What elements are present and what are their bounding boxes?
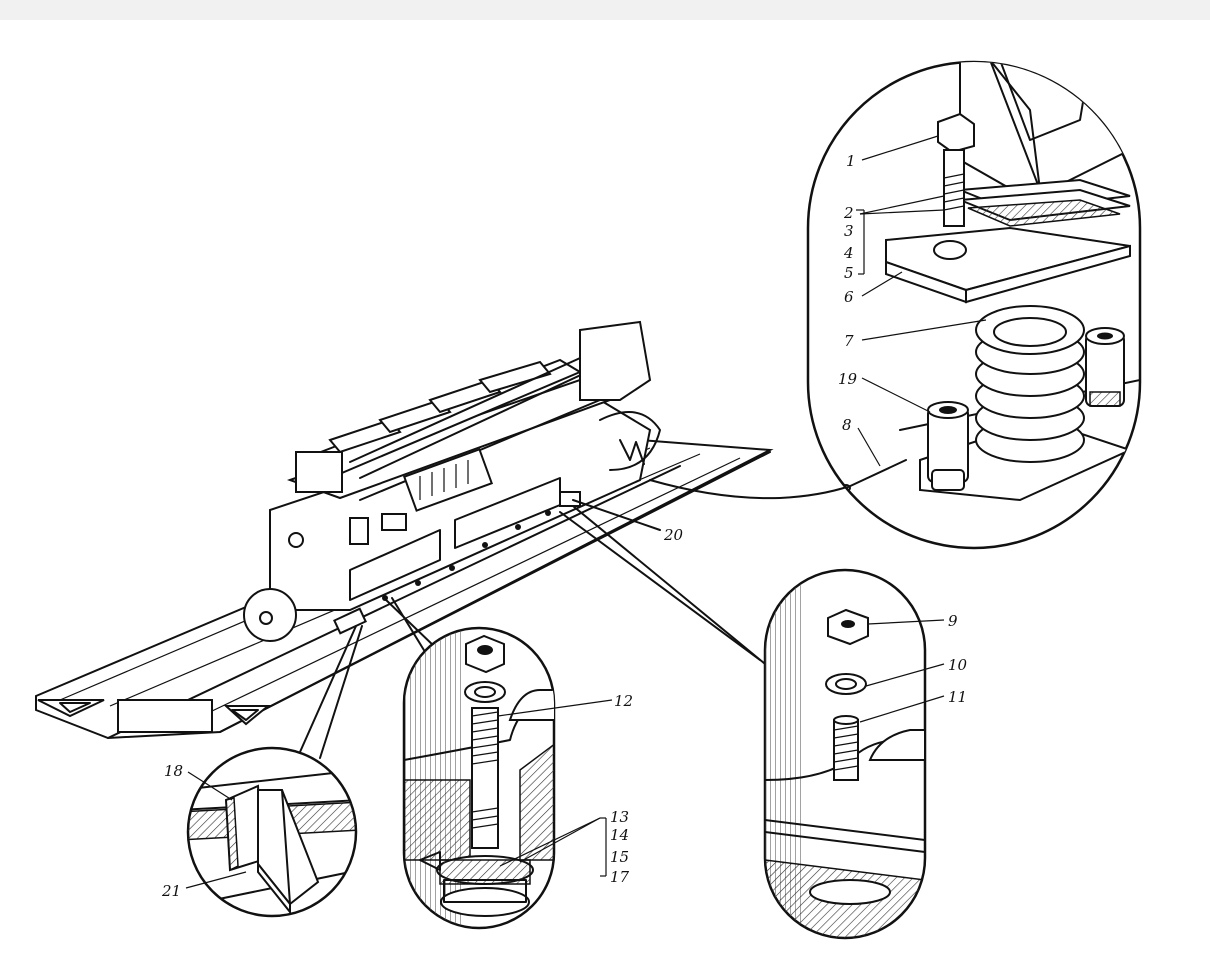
callout-12: 12 [614,692,633,710]
callout-9: 9 [948,612,958,630]
callout-15: 15 [610,848,629,866]
callout-7: 7 [844,332,854,350]
engine-block [243,320,661,642]
callout-11: 11 [948,688,967,706]
detail-stud-washer [763,568,927,940]
spring-mount-leaders [856,135,987,467]
callout-6: 6 [844,288,854,306]
leader-lines [299,479,851,759]
stud-washer-leaders [859,619,945,723]
callout-17: 17 [610,868,630,886]
callout-13: 13 [610,808,629,826]
engine-frame [35,438,774,740]
callout-19: 19 [838,370,858,388]
callout-14: 14 [610,826,629,844]
detail-stop-wedge [186,746,358,918]
stop-wedge-leaders [185,771,247,889]
detail-spring-mount [806,60,1142,550]
callout-1: 1 [846,152,856,170]
callout-20: 20 [663,526,684,544]
callout-2: 2 [843,204,854,222]
callout-8: 8 [842,416,852,434]
callout-5: 5 [844,264,854,282]
callout-3: 3 [844,222,854,240]
detail-stud-mount [402,626,556,930]
callout-4: 4 [843,244,854,262]
stud-mount-leaders [497,699,613,877]
callout-10: 10 [948,656,968,674]
callout-labels: 1 2 3 4 5 6 7 8 19 9 10 11 12 13 14 15 1… [161,152,968,900]
callout-18: 18 [164,762,183,780]
top-strip [0,0,1210,20]
callout-21: 21 [161,882,181,900]
